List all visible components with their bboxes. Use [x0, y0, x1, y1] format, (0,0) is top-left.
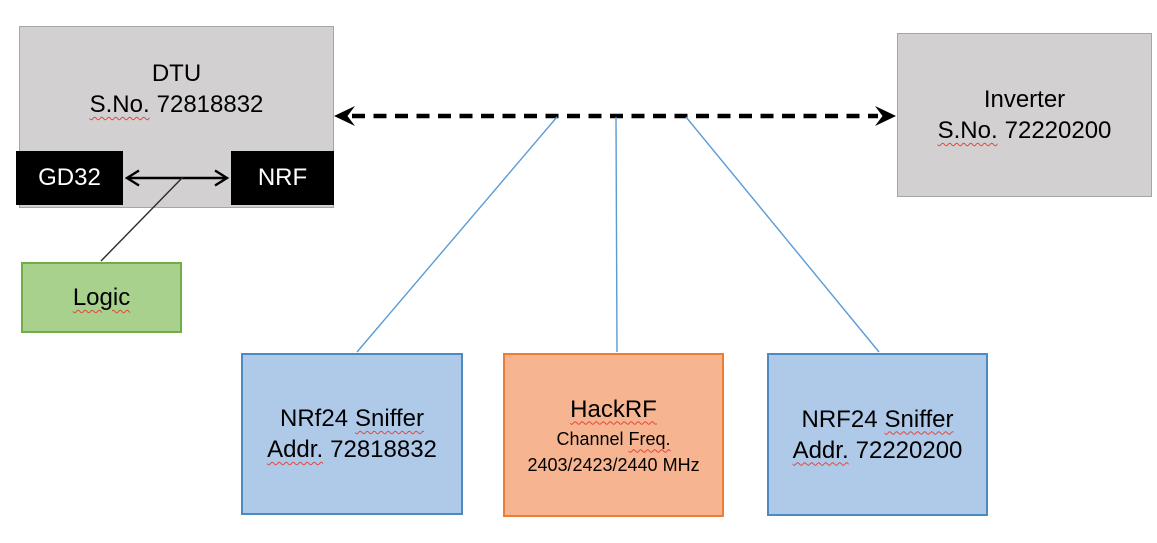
dtu-serial-label: S.No. — [89, 91, 150, 118]
gd32-chip: GD32 — [16, 151, 123, 205]
sniffer-left-name-line: NRf24 Sniffer — [280, 403, 424, 434]
sniffer-left-name: NRf24 — [280, 405, 349, 432]
nrf-chip: NRF — [231, 151, 334, 205]
inverter-box: Inverter S.No. 72220200 — [897, 33, 1152, 197]
sniffer-right-box: NRF24 Sniffer Addr. 72220200 — [767, 353, 988, 516]
dtu-serial-value: 72818832 — [156, 91, 264, 118]
inverter-serial-value: 72220200 — [1004, 117, 1112, 144]
sniffer-left-name-suffix: Sniffer — [355, 405, 424, 432]
inverter-title: Inverter — [983, 86, 1066, 113]
sniffer-right-name-line: NRF24 Sniffer — [802, 404, 954, 435]
sniffer-right-addr-label: Addr. — [792, 436, 849, 464]
nrf-label: NRF — [257, 164, 308, 191]
connector-line-sniffer-right — [685, 116, 880, 353]
hackrf-frequencies: 2403/2423/2440 MHz — [527, 454, 700, 475]
sniffer-right-addr-line: Addr. 72220200 — [793, 435, 963, 466]
connector-line-sniffer-left — [356, 116, 558, 353]
connector-line-hackrf — [615, 116, 618, 353]
logic-label: Logic — [72, 284, 131, 311]
hackrf-channel-line: Channel Freq. — [556, 427, 670, 451]
dashed-arrowhead-right — [875, 106, 896, 126]
hackrf-title: HackRF — [570, 395, 657, 423]
hackrf-channel-label: Channel — [556, 428, 624, 449]
sniffer-left-addr-label: Addr. — [267, 436, 324, 463]
sniffer-left-box: NRf24 Sniffer Addr. 72818832 — [241, 353, 463, 515]
dtu-serial-line: S.No. 72818832 — [90, 89, 264, 120]
hackrf-box: HackRF Channel Freq. 2403/2423/2440 MHz — [503, 353, 724, 517]
sniffer-left-addr-line: Addr. 72818832 — [267, 434, 437, 465]
sniffer-right-name-suffix: Sniffer — [884, 405, 954, 433]
dashed-arrowhead-left — [334, 106, 355, 126]
sniffer-right-addr-value: 72220200 — [855, 436, 963, 464]
logic-box: Logic — [21, 262, 182, 333]
sniffer-left-addr-value: 72818832 — [330, 436, 437, 463]
logic-label-line: Logic — [73, 282, 130, 313]
inverter-serial-label: S.No. — [937, 117, 998, 144]
hackrf-title-line: HackRF — [570, 394, 657, 425]
inverter-serial-line: S.No. 72220200 — [938, 115, 1112, 146]
sniffer-right-name: NRF24 — [801, 405, 878, 433]
dtu-title: DTU — [151, 60, 202, 87]
gd32-label: GD32 — [38, 164, 101, 191]
hackrf-freq-label: Freq. — [628, 428, 671, 449]
